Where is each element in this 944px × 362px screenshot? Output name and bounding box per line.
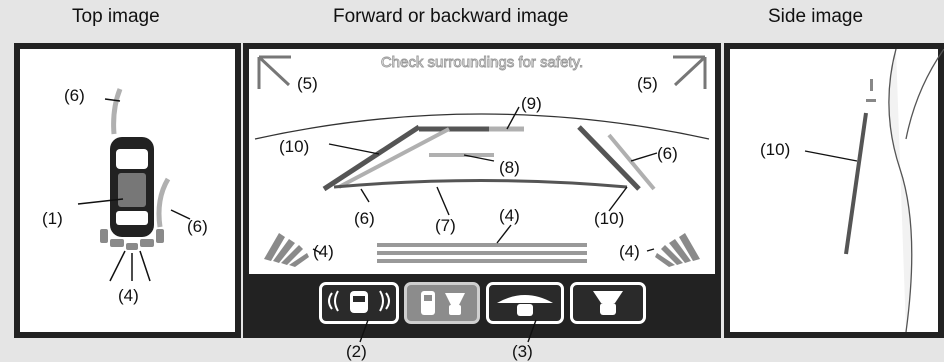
safety-warning-text: Check surroundings for safety.	[381, 54, 583, 71]
side-view-canvas: (10)	[760, 49, 944, 332]
top-image-title: Top image	[72, 6, 160, 27]
callout-6-top-left: (6)	[64, 86, 85, 105]
ground-view-button[interactable]	[570, 282, 646, 324]
callout-10-left: (10)	[279, 137, 309, 156]
callout-2: (2)	[346, 342, 367, 361]
callout-5-left: (5)	[297, 74, 318, 93]
guide-line-left	[111, 88, 123, 135]
sensor-waves-icon	[328, 290, 390, 313]
wide-view-button[interactable]	[486, 282, 564, 324]
sonar-arc-left	[264, 233, 309, 267]
guide-line-right	[156, 177, 171, 228]
callout-7: (7)	[435, 216, 456, 235]
callout-4-top: (4)	[118, 286, 139, 305]
side-guide-line	[844, 112, 868, 255]
side-guide-mark-2	[866, 99, 876, 102]
callout-9: (9)	[521, 94, 542, 113]
callout-10-side: (10)	[760, 140, 790, 159]
callout-8: (8)	[499, 158, 520, 177]
sonar-bars	[377, 243, 587, 263]
callout-6-right: (6)	[657, 144, 678, 163]
callout-10-right: (10)	[594, 209, 624, 228]
wide-angle-icon	[497, 295, 553, 316]
split-view-icon	[421, 291, 465, 315]
ground-view-icon	[593, 291, 623, 315]
guide-lines	[322, 124, 656, 192]
callout-6-left: (6)	[354, 209, 375, 228]
top-view-canvas: (6) (1) (6) (4)	[42, 86, 208, 305]
callout-1: (1)	[42, 209, 63, 228]
car-top-icon	[110, 137, 154, 237]
forward-image-title: Forward or backward image	[333, 6, 569, 27]
forward-view-canvas: Check surroundings for safety. (5) (5)	[254, 54, 710, 267]
callout-6-top-right: (6)	[187, 217, 208, 236]
view-mode-button-row	[243, 274, 721, 338]
corner-marker-right	[673, 55, 707, 89]
sonar-indicators	[100, 229, 164, 250]
forward-image-screen: Check surroundings for safety. (5) (5)	[249, 49, 715, 274]
side-image-panel: (10)	[724, 43, 944, 338]
callout-4-center: (4)	[499, 206, 520, 225]
callout-3: (3)	[512, 342, 533, 361]
callout-5-right: (5)	[637, 74, 658, 93]
side-image-title: Side image	[768, 6, 864, 27]
top-forward-view-button[interactable]	[404, 282, 480, 324]
sonar-arc-right	[655, 233, 700, 267]
side-guide-mark-1	[870, 79, 873, 91]
top-image-panel: (6) (1) (6) (4)	[14, 43, 241, 338]
corner-marker-left	[257, 55, 291, 89]
callout-4-left: (4)	[313, 242, 334, 261]
callout-4-right: (4)	[619, 242, 640, 261]
sonar-view-button[interactable]	[319, 282, 399, 324]
